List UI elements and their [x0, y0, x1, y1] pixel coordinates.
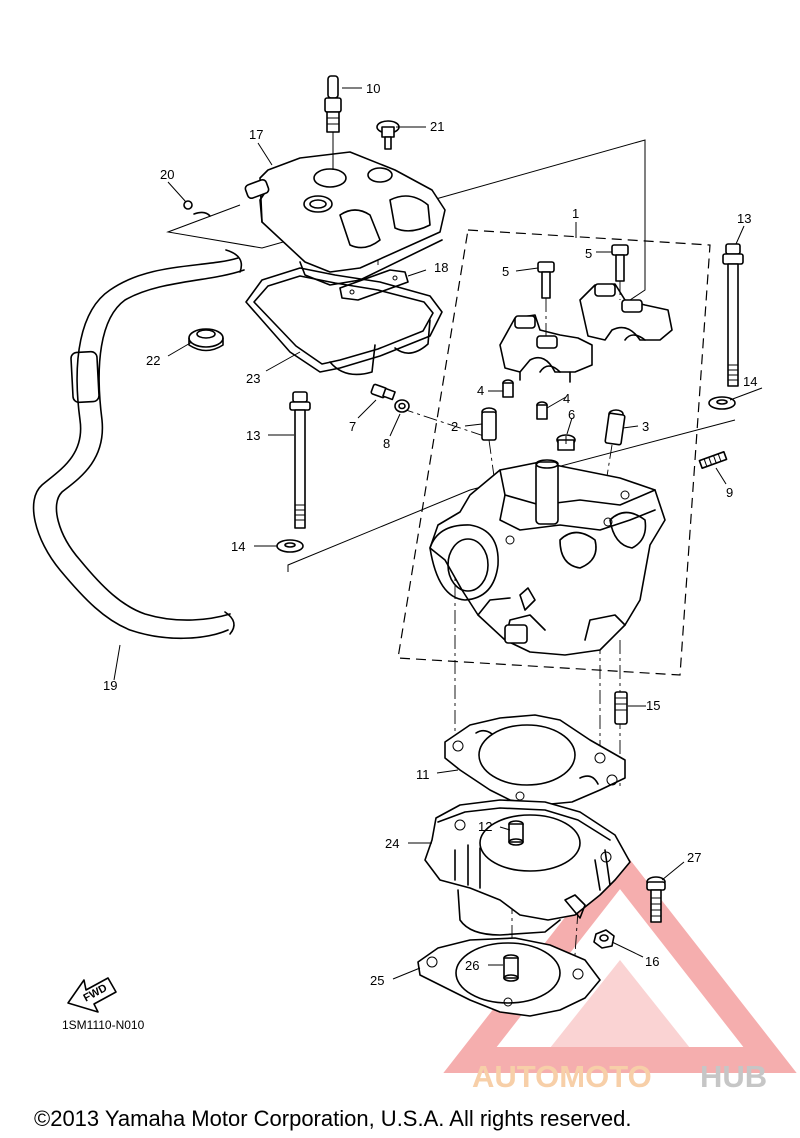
cylinder-head-assembly-box — [397, 229, 711, 676]
callout-17: 17 — [249, 127, 263, 142]
callout-5-b: 5 — [585, 246, 592, 261]
washer-14-left — [276, 539, 304, 553]
callout-23: 23 — [246, 371, 260, 386]
diagram-code: 1SM1110-N010 — [62, 1018, 145, 1032]
dowel-12 — [508, 820, 524, 846]
bolt-7 — [370, 383, 396, 401]
cap-bolt — [376, 120, 400, 150]
callout-15: 15 — [646, 698, 660, 713]
callout-13-right: 13 — [737, 211, 751, 226]
camshaft-cap-rear — [579, 283, 673, 341]
callout-1: 1 — [572, 206, 579, 221]
cylinder-head — [429, 459, 666, 656]
callout-18: 18 — [434, 260, 448, 275]
fwd-arrow-icon: FWD — [67, 977, 117, 1013]
callout-5-a: 5 — [502, 264, 509, 279]
dowel-15 — [614, 691, 628, 725]
nut-16 — [593, 929, 615, 949]
leader-lines — [113, 87, 763, 980]
callout-2: 2 — [451, 419, 458, 434]
valve-cover-gasket — [245, 267, 443, 376]
breather-hose — [32, 249, 245, 640]
callout-20: 20 — [160, 167, 174, 182]
callout-8: 8 — [383, 436, 390, 451]
valve-cover — [244, 151, 446, 286]
dowel-26 — [503, 954, 519, 982]
washer-14-right — [708, 396, 736, 410]
callout-27: 27 — [687, 850, 701, 865]
spark-plug — [324, 75, 342, 170]
callout-9: 9 — [726, 485, 733, 500]
callout-13-left: 13 — [246, 428, 260, 443]
callout-6: 6 — [568, 407, 575, 422]
copyright-notice: ©2013 Yamaha Motor Corporation, U.S.A. A… — [34, 1106, 631, 1131]
cap-bolt-5-right — [611, 244, 629, 300]
callout-10: 10 — [366, 81, 380, 96]
callout-16: 16 — [645, 954, 659, 969]
washer-8 — [394, 399, 410, 413]
callout-12: 12 — [478, 819, 492, 834]
callout-22: 22 — [146, 353, 160, 368]
cap-bolt-5-left — [537, 261, 555, 336]
watermark-text-left: AUTOMOTO — [472, 1059, 652, 1094]
grommet-20 — [183, 200, 211, 217]
camshaft-cap-front — [499, 314, 593, 383]
stud-9 — [698, 450, 728, 470]
plate-18 — [339, 269, 409, 301]
head-gasket — [444, 714, 626, 806]
plug-6 — [556, 434, 576, 451]
cylinder-block — [424, 799, 631, 936]
grommet-22 — [188, 328, 224, 352]
watermark-text-right: HUB — [700, 1059, 767, 1094]
callout-4-a: 4 — [477, 383, 484, 398]
callout-3: 3 — [642, 419, 649, 434]
stud-bolt-right — [722, 243, 744, 387]
callout-14-left: 14 — [231, 539, 245, 554]
dowel-pin-4-a — [502, 379, 514, 398]
callout-7: 7 — [349, 419, 356, 434]
callout-24: 24 — [385, 836, 399, 851]
callout-21: 21 — [430, 119, 444, 134]
bolt-27 — [646, 876, 666, 923]
callout-25: 25 — [370, 973, 384, 988]
stud-bolt-left — [289, 391, 311, 529]
callout-26: 26 — [465, 958, 479, 973]
callout-14-right: 14 — [743, 374, 757, 389]
dowel-pin-4-b — [536, 401, 548, 420]
callout-labels: 1 2 3 4 4 5 5 6 7 8 9 10 11 12 13 13 14 … — [103, 81, 757, 988]
callout-4-b: 4 — [563, 391, 570, 406]
callout-19: 19 — [103, 678, 117, 693]
guide-2 — [481, 407, 501, 521]
callout-11: 11 — [416, 767, 430, 782]
